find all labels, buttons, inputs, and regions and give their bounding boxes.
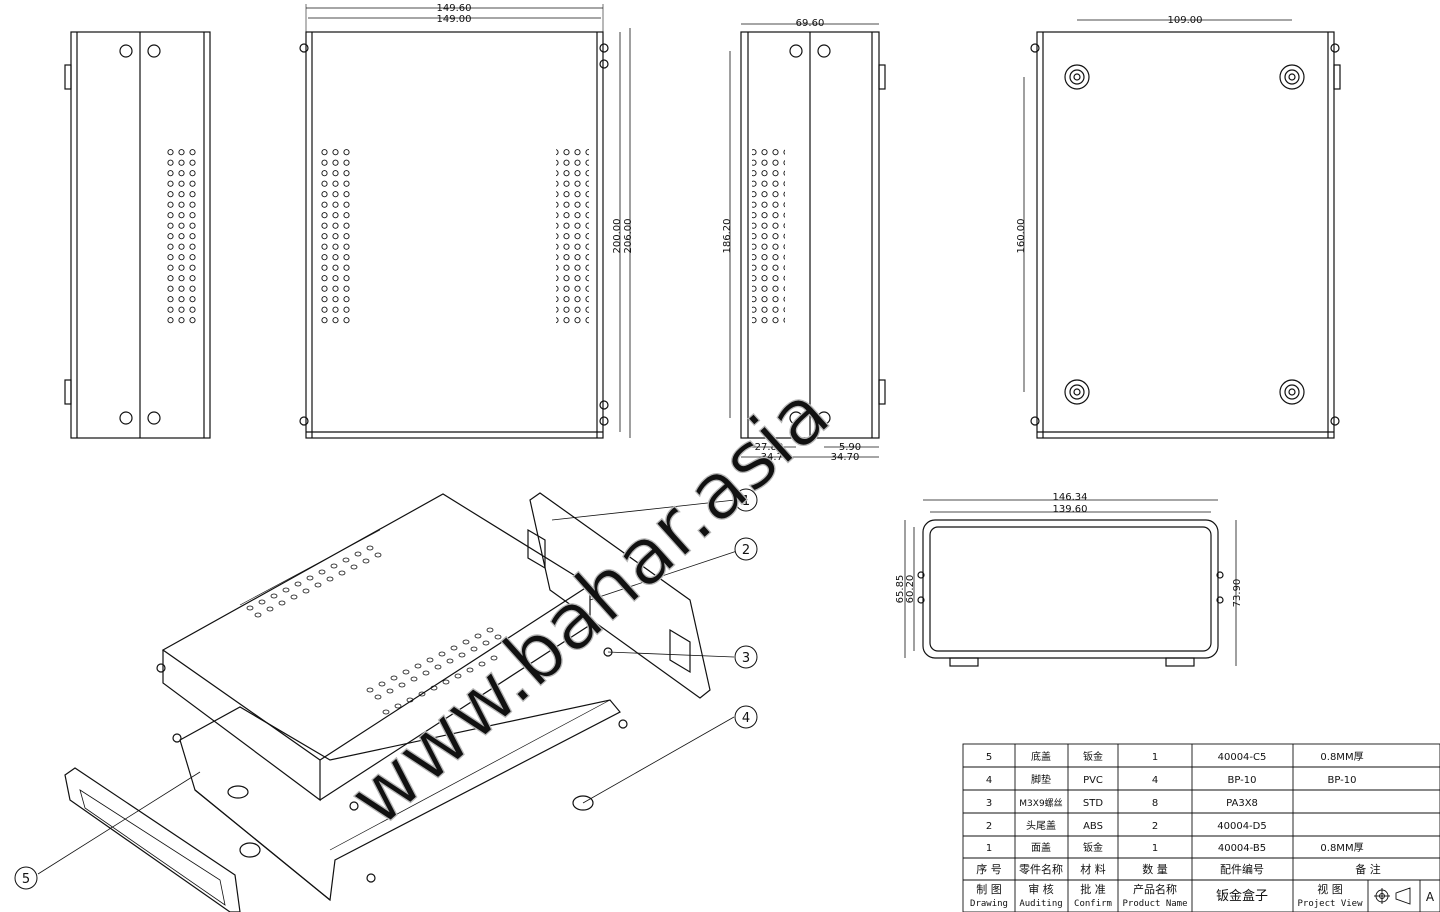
- svg-text:1: 1: [742, 494, 750, 509]
- svg-text:5: 5: [986, 752, 992, 763]
- svg-text:Project View: Project View: [1297, 899, 1363, 909]
- bom-row-3: 3 M3X9螺丝 STD 8 PA3X8: [986, 797, 1258, 809]
- dim-bottom-width: 109.00: [1168, 15, 1203, 26]
- svg-text:视 图: 视 图: [1317, 882, 1343, 896]
- svg-text:4: 4: [1152, 775, 1158, 786]
- balloon-5: 5: [14, 866, 38, 890]
- dim-side-width: 69.60: [796, 18, 825, 29]
- svg-text:1: 1: [1152, 843, 1158, 854]
- top-cover-vent-holes: [246, 545, 502, 715]
- exploded-view: [64, 492, 711, 912]
- svg-text:40004-B5: 40004-B5: [1218, 843, 1266, 854]
- dim-side-bottom-d: 34.70: [831, 452, 860, 463]
- front-bezel: [64, 767, 241, 912]
- rear-end-cap: [527, 492, 711, 699]
- svg-text:零件名称: 零件名称: [1019, 862, 1063, 876]
- svg-text:面盖: 面盖: [1031, 841, 1051, 854]
- dim-side-bottom-c: 5.90: [839, 442, 861, 453]
- svg-text:4: 4: [986, 775, 992, 786]
- svg-text:钣金盒子: 钣金盒子: [1216, 888, 1268, 904]
- svg-text:Drawing: Drawing: [970, 899, 1008, 909]
- svg-text:Confirm: Confirm: [1074, 899, 1112, 909]
- svg-text:2: 2: [986, 821, 992, 832]
- balloon-1: 1: [734, 488, 758, 512]
- balloon-4: 4: [734, 705, 758, 729]
- foot-bottom-left: [1064, 379, 1090, 405]
- bom-table: [962, 743, 1440, 912]
- bom-row-2: 2 头尾盖 ABS 2 40004-D5: [986, 819, 1267, 832]
- svg-text:3: 3: [986, 798, 992, 809]
- svg-text:钣金: 钣金: [1083, 750, 1103, 763]
- svg-text:制 图: 制 图: [976, 883, 1002, 896]
- dim-end-width-inner: 139.60: [1053, 504, 1088, 515]
- bom-row-4: 4 脚垫 PVC 4 BP-10 BP-10: [986, 773, 1357, 786]
- bottom-chassis: [179, 699, 621, 902]
- dim-side-bottom-b: 34.70: [761, 452, 790, 463]
- svg-text:4: 4: [742, 711, 750, 726]
- balloon-2: 2: [734, 537, 758, 561]
- side-view-right: [729, 23, 886, 458]
- svg-text:40004-D5: 40004-D5: [1217, 821, 1266, 832]
- watermark: www.bahar.asia: [332, 368, 846, 844]
- svg-text:序 号: 序 号: [976, 862, 1002, 876]
- svg-text:3: 3: [742, 651, 750, 666]
- svg-text:配件编号: 配件编号: [1220, 862, 1264, 876]
- dim-end-height-a: 65.85: [895, 575, 906, 604]
- dim-end-height-b: 60.20: [905, 575, 916, 604]
- bom-footer-row: 制 图 Drawing 审 核 Auditing 批 准 Confirm 产品名…: [970, 882, 1435, 909]
- projection-symbol-icon: [1374, 887, 1411, 905]
- dim-side-height: 186.20: [722, 219, 733, 254]
- dim-end-width-outer: 146.34: [1053, 492, 1088, 503]
- dim-front-width-outer: 149.60: [437, 3, 472, 14]
- svg-text:0.8MM厚: 0.8MM厚: [1320, 842, 1363, 854]
- svg-text:1: 1: [1152, 752, 1158, 763]
- svg-text:ABS: ABS: [1083, 821, 1103, 832]
- foot-top-right: [1279, 64, 1305, 90]
- svg-text:审 核: 审 核: [1028, 882, 1054, 896]
- svg-text:2: 2: [1152, 821, 1158, 832]
- svg-text:2: 2: [742, 543, 750, 558]
- dim-front-height-inner: 200.00: [612, 219, 623, 254]
- svg-text:0.8MM厚: 0.8MM厚: [1320, 751, 1363, 763]
- svg-text:BP-10: BP-10: [1227, 775, 1256, 786]
- dim-end-height-total: 73.90: [1232, 579, 1243, 608]
- balloon-3: 3: [734, 645, 758, 669]
- bom-header-row: 序 号 零件名称 材 料 数 量 配件编号 备 注: [976, 862, 1381, 876]
- foot-bottom-right: [1279, 379, 1305, 405]
- side-view-left: [64, 31, 211, 439]
- svg-text:数 量: 数 量: [1142, 863, 1168, 876]
- svg-text:Auditing: Auditing: [1019, 899, 1062, 909]
- svg-text:8: 8: [1152, 798, 1158, 809]
- bottom-view: [1023, 19, 1341, 439]
- foot-top-left: [1064, 64, 1090, 90]
- bom-row-1: 1 面盖 钣金 1 40004-B5 0.8MM厚: [986, 841, 1364, 854]
- balloon-leaders: [37, 499, 738, 875]
- svg-text:PA3X8: PA3X8: [1226, 798, 1258, 809]
- svg-text:BP-10: BP-10: [1327, 775, 1356, 786]
- svg-text:备 注: 备 注: [1355, 862, 1381, 876]
- svg-text:底盖: 底盖: [1031, 750, 1051, 763]
- svg-text:5: 5: [22, 872, 30, 887]
- svg-text:1: 1: [986, 843, 992, 854]
- svg-text:材 料: 材 料: [1080, 862, 1106, 876]
- dim-front-width-inner: 149.00: [437, 14, 472, 25]
- svg-text:40004-C5: 40004-C5: [1218, 752, 1267, 763]
- svg-text:Product Name: Product Name: [1122, 899, 1187, 909]
- svg-text:头尾盖: 头尾盖: [1026, 819, 1056, 832]
- front-view: [299, 4, 631, 439]
- svg-text:产品名称: 产品名称: [1133, 882, 1177, 896]
- dim-front-height-outer: 206.00: [623, 219, 634, 254]
- dim-bottom-height: 160.00: [1016, 219, 1027, 254]
- dim-side-bottom-a: 27.80: [755, 442, 784, 453]
- svg-text:PVC: PVC: [1083, 775, 1103, 786]
- svg-text:M3X9螺丝: M3X9螺丝: [1019, 797, 1062, 809]
- svg-text:钣金: 钣金: [1083, 841, 1103, 854]
- svg-text:STD: STD: [1083, 798, 1103, 809]
- svg-text:A: A: [1426, 890, 1435, 904]
- svg-text:脚垫: 脚垫: [1031, 773, 1051, 786]
- end-view: [904, 499, 1237, 667]
- bom-row-5: 5 底盖 钣金 1 40004-C5 0.8MM厚: [986, 750, 1364, 763]
- svg-text:批 准: 批 准: [1080, 882, 1106, 896]
